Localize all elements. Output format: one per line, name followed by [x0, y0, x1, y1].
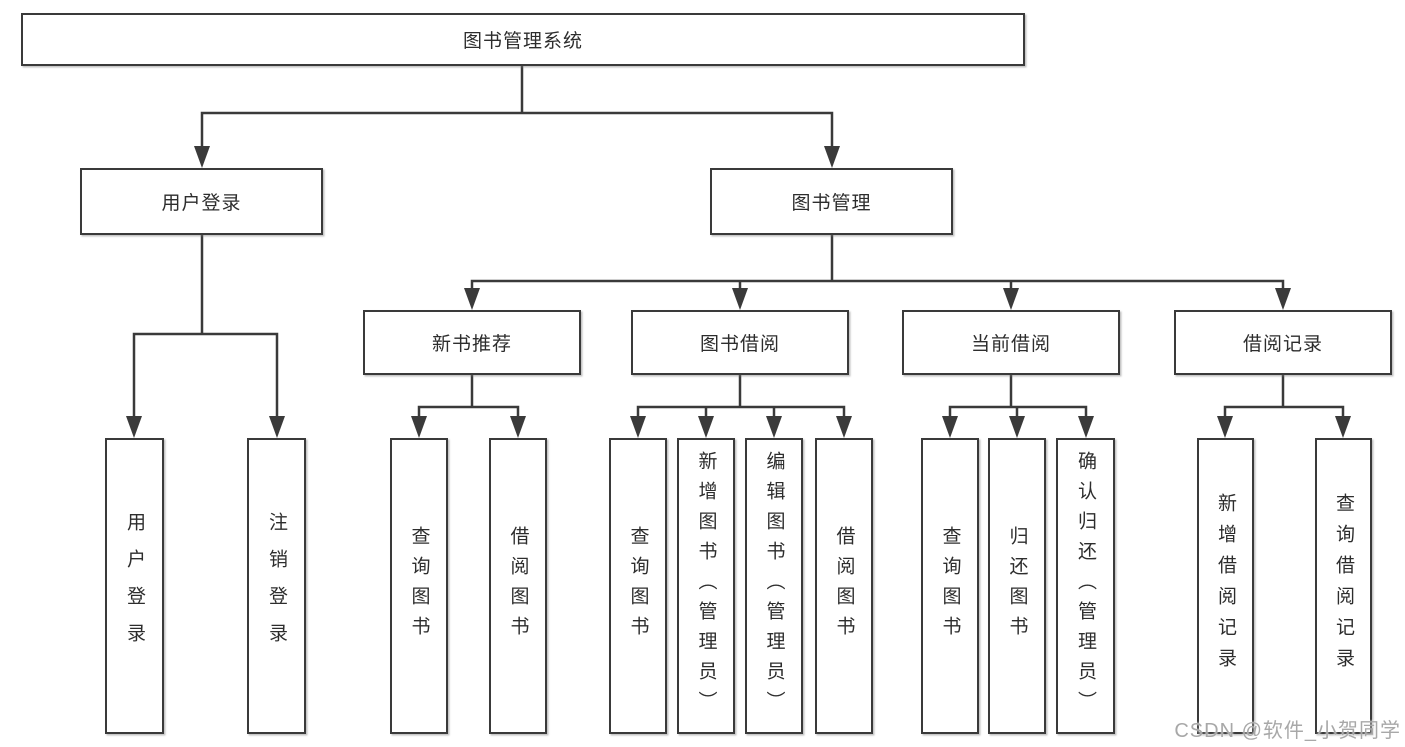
node-book-management: 图书管理	[710, 168, 953, 235]
node-current-borrow: 当前借阅	[902, 310, 1120, 375]
leaf-borrow-books: 借阅图书	[815, 438, 873, 734]
node-user-login-label: 用户登录	[161, 193, 242, 214]
arrowhead-icon	[732, 288, 748, 310]
node-book-borrow-label: 图书借阅	[699, 334, 780, 355]
leaf-confirm-return-admin: 确认归还（管理员）	[1056, 438, 1115, 734]
arrowhead-icon	[836, 416, 852, 438]
connector-level2-split	[200, 111, 834, 147]
arrowhead-icon	[194, 146, 210, 168]
arrowhead-icon	[766, 416, 782, 438]
arrowhead-icon	[1003, 288, 1019, 310]
connector-borrowrecord-split	[1223, 405, 1345, 417]
node-user-login: 用户登录	[80, 168, 323, 235]
leaf-query-borrow-record: 查询借阅记录	[1315, 438, 1372, 734]
node-current-borrow-label: 当前借阅	[970, 334, 1051, 355]
arrowhead-icon	[824, 146, 840, 168]
leaf-query-books-borrow: 查询图书	[609, 438, 667, 734]
node-new-book-recommend: 新书推荐	[363, 310, 581, 375]
arrowhead-icon	[510, 416, 526, 438]
node-borrow-record: 借阅记录	[1174, 310, 1392, 375]
arrowhead-icon	[464, 288, 480, 310]
connector-newbook-split	[417, 405, 520, 417]
arrowhead-icon	[126, 416, 142, 438]
leaf-add-books-admin: 新增图书（管理员）	[677, 438, 735, 734]
leaf-user-login: 用户登录	[105, 438, 164, 734]
leaf-logout: 注销登录	[247, 438, 306, 734]
leaf-query-books-recommend: 查询图书	[390, 438, 448, 734]
csdn-watermark: CSDN @软件_小贺同学	[1174, 720, 1401, 742]
connector-currentborrow-split	[948, 405, 1088, 417]
connector-level3-split	[470, 279, 1285, 289]
leaf-edit-books-admin: 编辑图书（管理员）	[745, 438, 803, 734]
leaf-add-borrow-record: 新增借阅记录	[1197, 438, 1254, 734]
arrowhead-icon	[411, 416, 427, 438]
arrowhead-icon	[942, 416, 958, 438]
leaf-return-books: 归还图书	[988, 438, 1046, 734]
leaf-borrow-books-recommend: 借阅图书	[489, 438, 547, 734]
arrowhead-icon	[1217, 416, 1233, 438]
node-book-borrow: 图书借阅	[631, 310, 849, 375]
node-root-label: 图书管理系统	[462, 31, 583, 52]
connector-userlogin-split	[132, 332, 279, 417]
arrowhead-icon	[1078, 416, 1094, 438]
node-book-management-label: 图书管理	[791, 193, 872, 214]
arrowhead-icon	[269, 416, 285, 438]
node-borrow-record-label: 借阅记录	[1242, 334, 1323, 355]
leaf-query-books-current: 查询图书	[921, 438, 979, 734]
arrowhead-icon	[630, 416, 646, 438]
arrowhead-icon	[1009, 416, 1025, 438]
node-new-book-recommend-label: 新书推荐	[431, 334, 512, 355]
arrowhead-icon	[698, 416, 714, 438]
arrowhead-icon	[1335, 416, 1351, 438]
node-root: 图书管理系统	[21, 13, 1025, 66]
connector-bookborrow-split	[636, 405, 846, 417]
arrowhead-icon	[1275, 288, 1291, 310]
